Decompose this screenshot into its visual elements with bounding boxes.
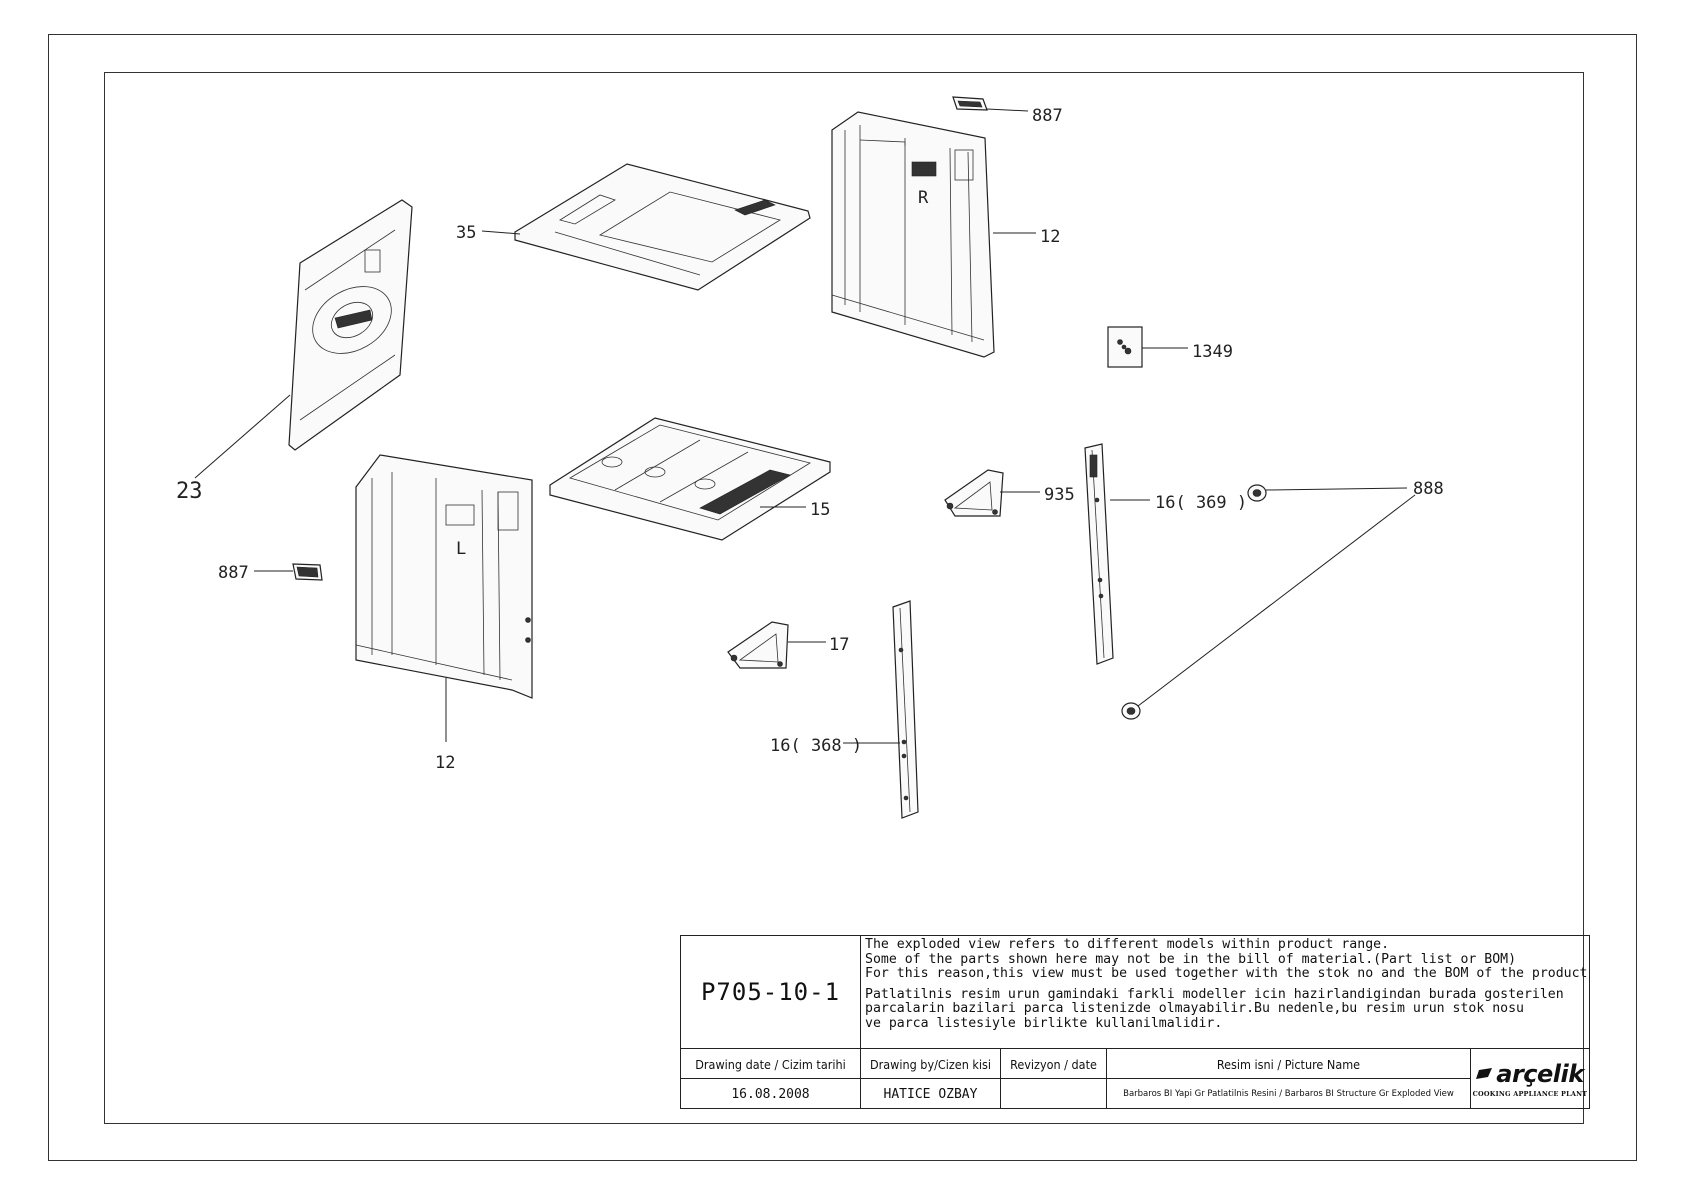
callout-16-369: 16( 369 ) [1155,493,1247,513]
arcelik-logo: arçelik COOKING APPLIANCE PLANT [1471,1049,1589,1108]
value-picture-name: Barbaros BI Yapi Gr Patlatilnis Resini /… [1107,1079,1471,1109]
part-35-top-panel: 35 [456,163,811,291]
drawing-notes: The exploded view refers to different mo… [861,936,1589,1049]
outer-border [48,34,1637,1161]
part-935-bracket: 935 [944,469,1075,517]
note-en-2: Some of the parts shown here may not be … [865,951,1517,967]
value-revision [1001,1079,1107,1109]
callout-35: 35 [456,223,476,243]
logo-name: arçelik [1496,1059,1584,1088]
title-block: P705-10-1 The exploded view refers to di… [680,935,1590,1109]
callout-888: 888 [1413,479,1444,499]
part-888-feet: 888 [1121,479,1444,720]
part-12-right-side-panel: R 12 [831,111,1060,358]
callout-15: 15 [810,500,830,520]
callout-887-left: 887 [218,563,249,583]
part-1349-screws: 1349 [1107,326,1233,368]
callout-23: 23 [176,479,203,504]
part-16-369-rail: 16( 369 ) [1084,443,1247,665]
part-887-left: 887 [218,563,323,583]
title-block-headers: Drawing date / Cizim tarihi Drawing by/C… [681,1049,1471,1079]
wing-icon [1476,1067,1493,1079]
logo-subtitle: COOKING APPLIANCE PLANT [1472,1089,1588,1098]
callout-17: 17 [829,635,849,655]
header-drawing-by: Drawing by/Cizen kisi [861,1049,1001,1079]
note-en-1: The exploded view refers to different mo… [865,937,1390,952]
header-revision: Revizyon / date [1001,1049,1107,1079]
title-block-values: 16.08.2008 HATICE OZBAY Barbaros BI Yapi… [681,1079,1471,1109]
part-887-top: 887 [952,96,1063,126]
drawing-code: P705-10-1 [681,936,861,1049]
note-tr-1: Patlatilnis resim urun gamindaki farkli … [865,986,1564,1002]
note-en-3: For this reason,this view must be used t… [865,966,1588,981]
value-drawing-date: 16.08.2008 [681,1079,861,1109]
drawing-border [104,72,1584,1124]
header-drawing-date: Drawing date / Cizim tarihi [681,1049,861,1079]
callout-12-bottom: 12 [435,753,455,773]
callout-935: 935 [1044,485,1075,505]
callout-1349: 1349 [1192,342,1233,362]
header-picture-name: Resim isni / Picture Name [1107,1049,1471,1079]
callout-887-top: 887 [1032,106,1063,126]
note-tr-2: parcalarin bazilari parca listenizde olm… [865,1001,1524,1016]
callout-16-368: 16( 368 ) [770,736,862,756]
value-drawing-by: HATICE OZBAY [861,1079,1001,1109]
left-panel-mark: L [456,539,466,559]
part-16-368-rail: 16( 368 ) [770,600,919,819]
callout-12-top: 12 [1040,227,1060,247]
part-12-left-side-panel: L 12 [355,454,533,773]
right-panel-mark: R [918,188,929,208]
part-23-rear-panel: 23 [176,199,413,504]
part-17-bracket: 17 [727,621,849,669]
part-15-bottom-panel: 15 [549,417,831,541]
note-tr-3: ve parca listesiyle birlikte kullanilmal… [865,1015,1223,1031]
